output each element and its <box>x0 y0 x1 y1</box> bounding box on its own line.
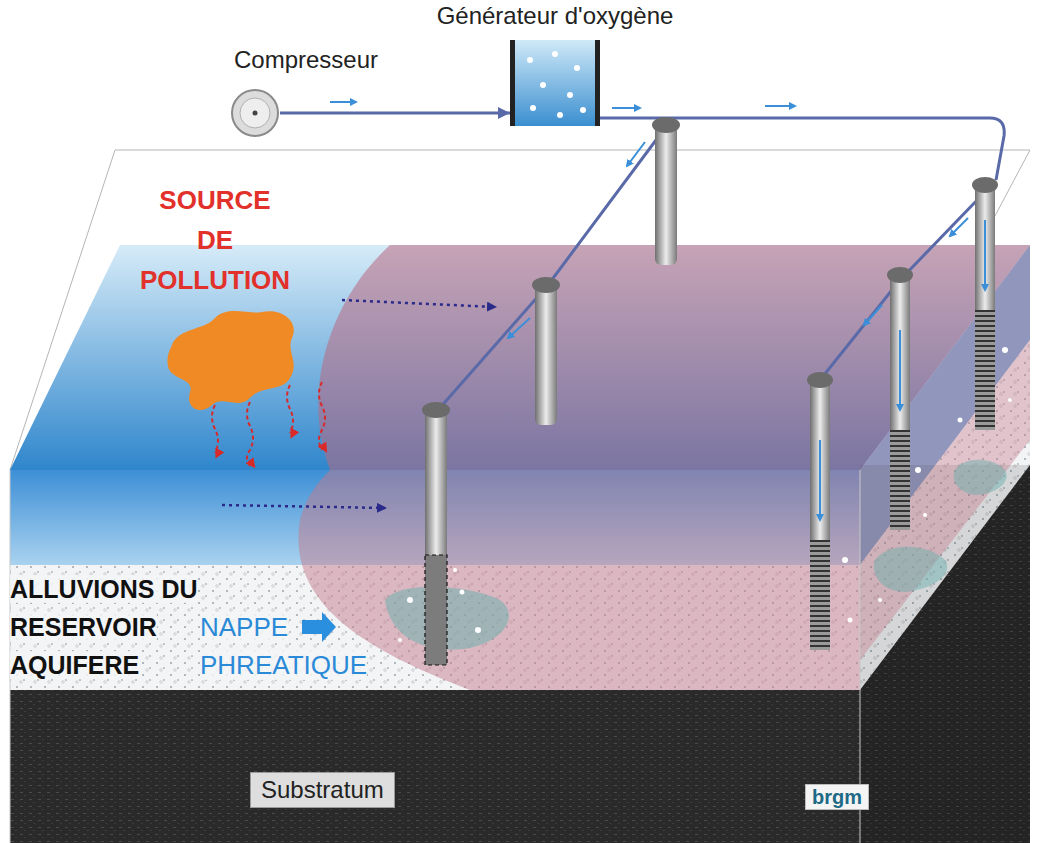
bubble <box>923 513 927 517</box>
well-casing <box>425 410 447 665</box>
air-arrow <box>819 440 821 520</box>
aquifer-label: NAPPE PHREATIQUE <box>200 612 367 680</box>
node-heading: Générateur d'oxygène <box>437 2 674 29</box>
oxygen-generator: Générateur d'oxygène <box>510 40 600 126</box>
air-arrow <box>627 142 645 166</box>
well-cap <box>887 267 913 283</box>
pipe-connector <box>280 107 510 119</box>
air-arrow <box>765 105 795 107</box>
well-screen <box>975 310 995 430</box>
node-heading: Compresseur <box>234 46 378 73</box>
bubble <box>398 638 402 642</box>
well-casing <box>890 275 910 430</box>
well-screen <box>425 555 447 665</box>
generator-bubbles <box>515 40 595 126</box>
text-holder: SOURCE DE POLLUTION <box>140 180 290 300</box>
bubble <box>530 105 536 111</box>
layer-label: ALLUVIONS DU RESERVOIR AQUIFERE <box>10 575 198 679</box>
well-casing <box>810 380 830 540</box>
air-arrow <box>612 107 640 109</box>
text-holder: brgm <box>805 786 869 809</box>
well-casing <box>655 125 677 265</box>
bubble <box>848 618 853 623</box>
bubble <box>842 557 848 563</box>
pipe-line <box>280 112 510 115</box>
well-cap <box>532 277 560 293</box>
treated-zone <box>954 460 1007 495</box>
compressor-fan <box>240 98 270 128</box>
well-cap <box>652 117 680 133</box>
bubble <box>527 57 533 63</box>
text-holder: ALLUVIONS DU RESERVOIR AQUIFERE <box>10 570 225 684</box>
arrow-head <box>498 107 510 119</box>
bubble <box>574 65 580 71</box>
bubble <box>567 92 573 98</box>
bubble <box>540 82 546 88</box>
flow-arrow <box>342 300 495 307</box>
flow-arrow <box>222 505 385 508</box>
compressor-outline <box>230 88 280 138</box>
bubble <box>915 467 921 473</box>
bubble <box>958 418 963 423</box>
air-arrow <box>508 318 530 338</box>
plume-front <box>298 470 860 690</box>
substratum-box: Substratum <box>250 772 395 808</box>
infiltration-arrow <box>287 385 293 433</box>
well-casing <box>975 185 995 310</box>
node-text: Substratum <box>261 776 384 804</box>
groundwater-arrow <box>302 612 336 642</box>
well-cap <box>422 402 450 418</box>
block-top-face <box>10 150 1030 470</box>
compressor-body <box>232 90 278 136</box>
bubble <box>878 598 882 602</box>
pollution-source <box>167 311 293 410</box>
well-cap <box>807 372 833 388</box>
air-arrow <box>330 101 356 103</box>
logo-text: brgm <box>805 784 869 810</box>
text-holder: Compresseur <box>234 46 378 74</box>
bubble <box>557 112 563 118</box>
infiltration-arrow <box>247 402 253 466</box>
infiltration-arrow <box>319 382 325 450</box>
bubble <box>552 51 558 57</box>
well-screen <box>890 430 910 530</box>
compressor-hub <box>253 111 258 116</box>
bubble <box>475 627 481 633</box>
well-casing <box>535 285 557 425</box>
bubble <box>580 107 586 113</box>
air-arrow <box>864 305 882 325</box>
air-arrow <box>950 218 968 236</box>
infiltration-arrow <box>212 405 218 453</box>
source-label: SOURCE DE POLLUTION <box>140 185 290 295</box>
well-screen <box>810 540 830 650</box>
treated-zone <box>874 547 947 592</box>
bubble <box>1002 347 1008 353</box>
air-arrow <box>899 330 901 410</box>
plume-side <box>860 245 1030 660</box>
substratum-front <box>10 690 860 843</box>
bubble <box>407 597 413 603</box>
well-cap <box>972 177 998 193</box>
bubble <box>1008 398 1012 402</box>
text-holder: NAPPE PHREATIQUE <box>200 608 367 684</box>
air-arrow <box>984 220 986 290</box>
text-holder: Générateur d'oxygène <box>437 2 674 30</box>
compressor-symbol: Compresseur <box>230 88 280 138</box>
bubble <box>453 568 457 572</box>
bubble <box>460 590 465 595</box>
